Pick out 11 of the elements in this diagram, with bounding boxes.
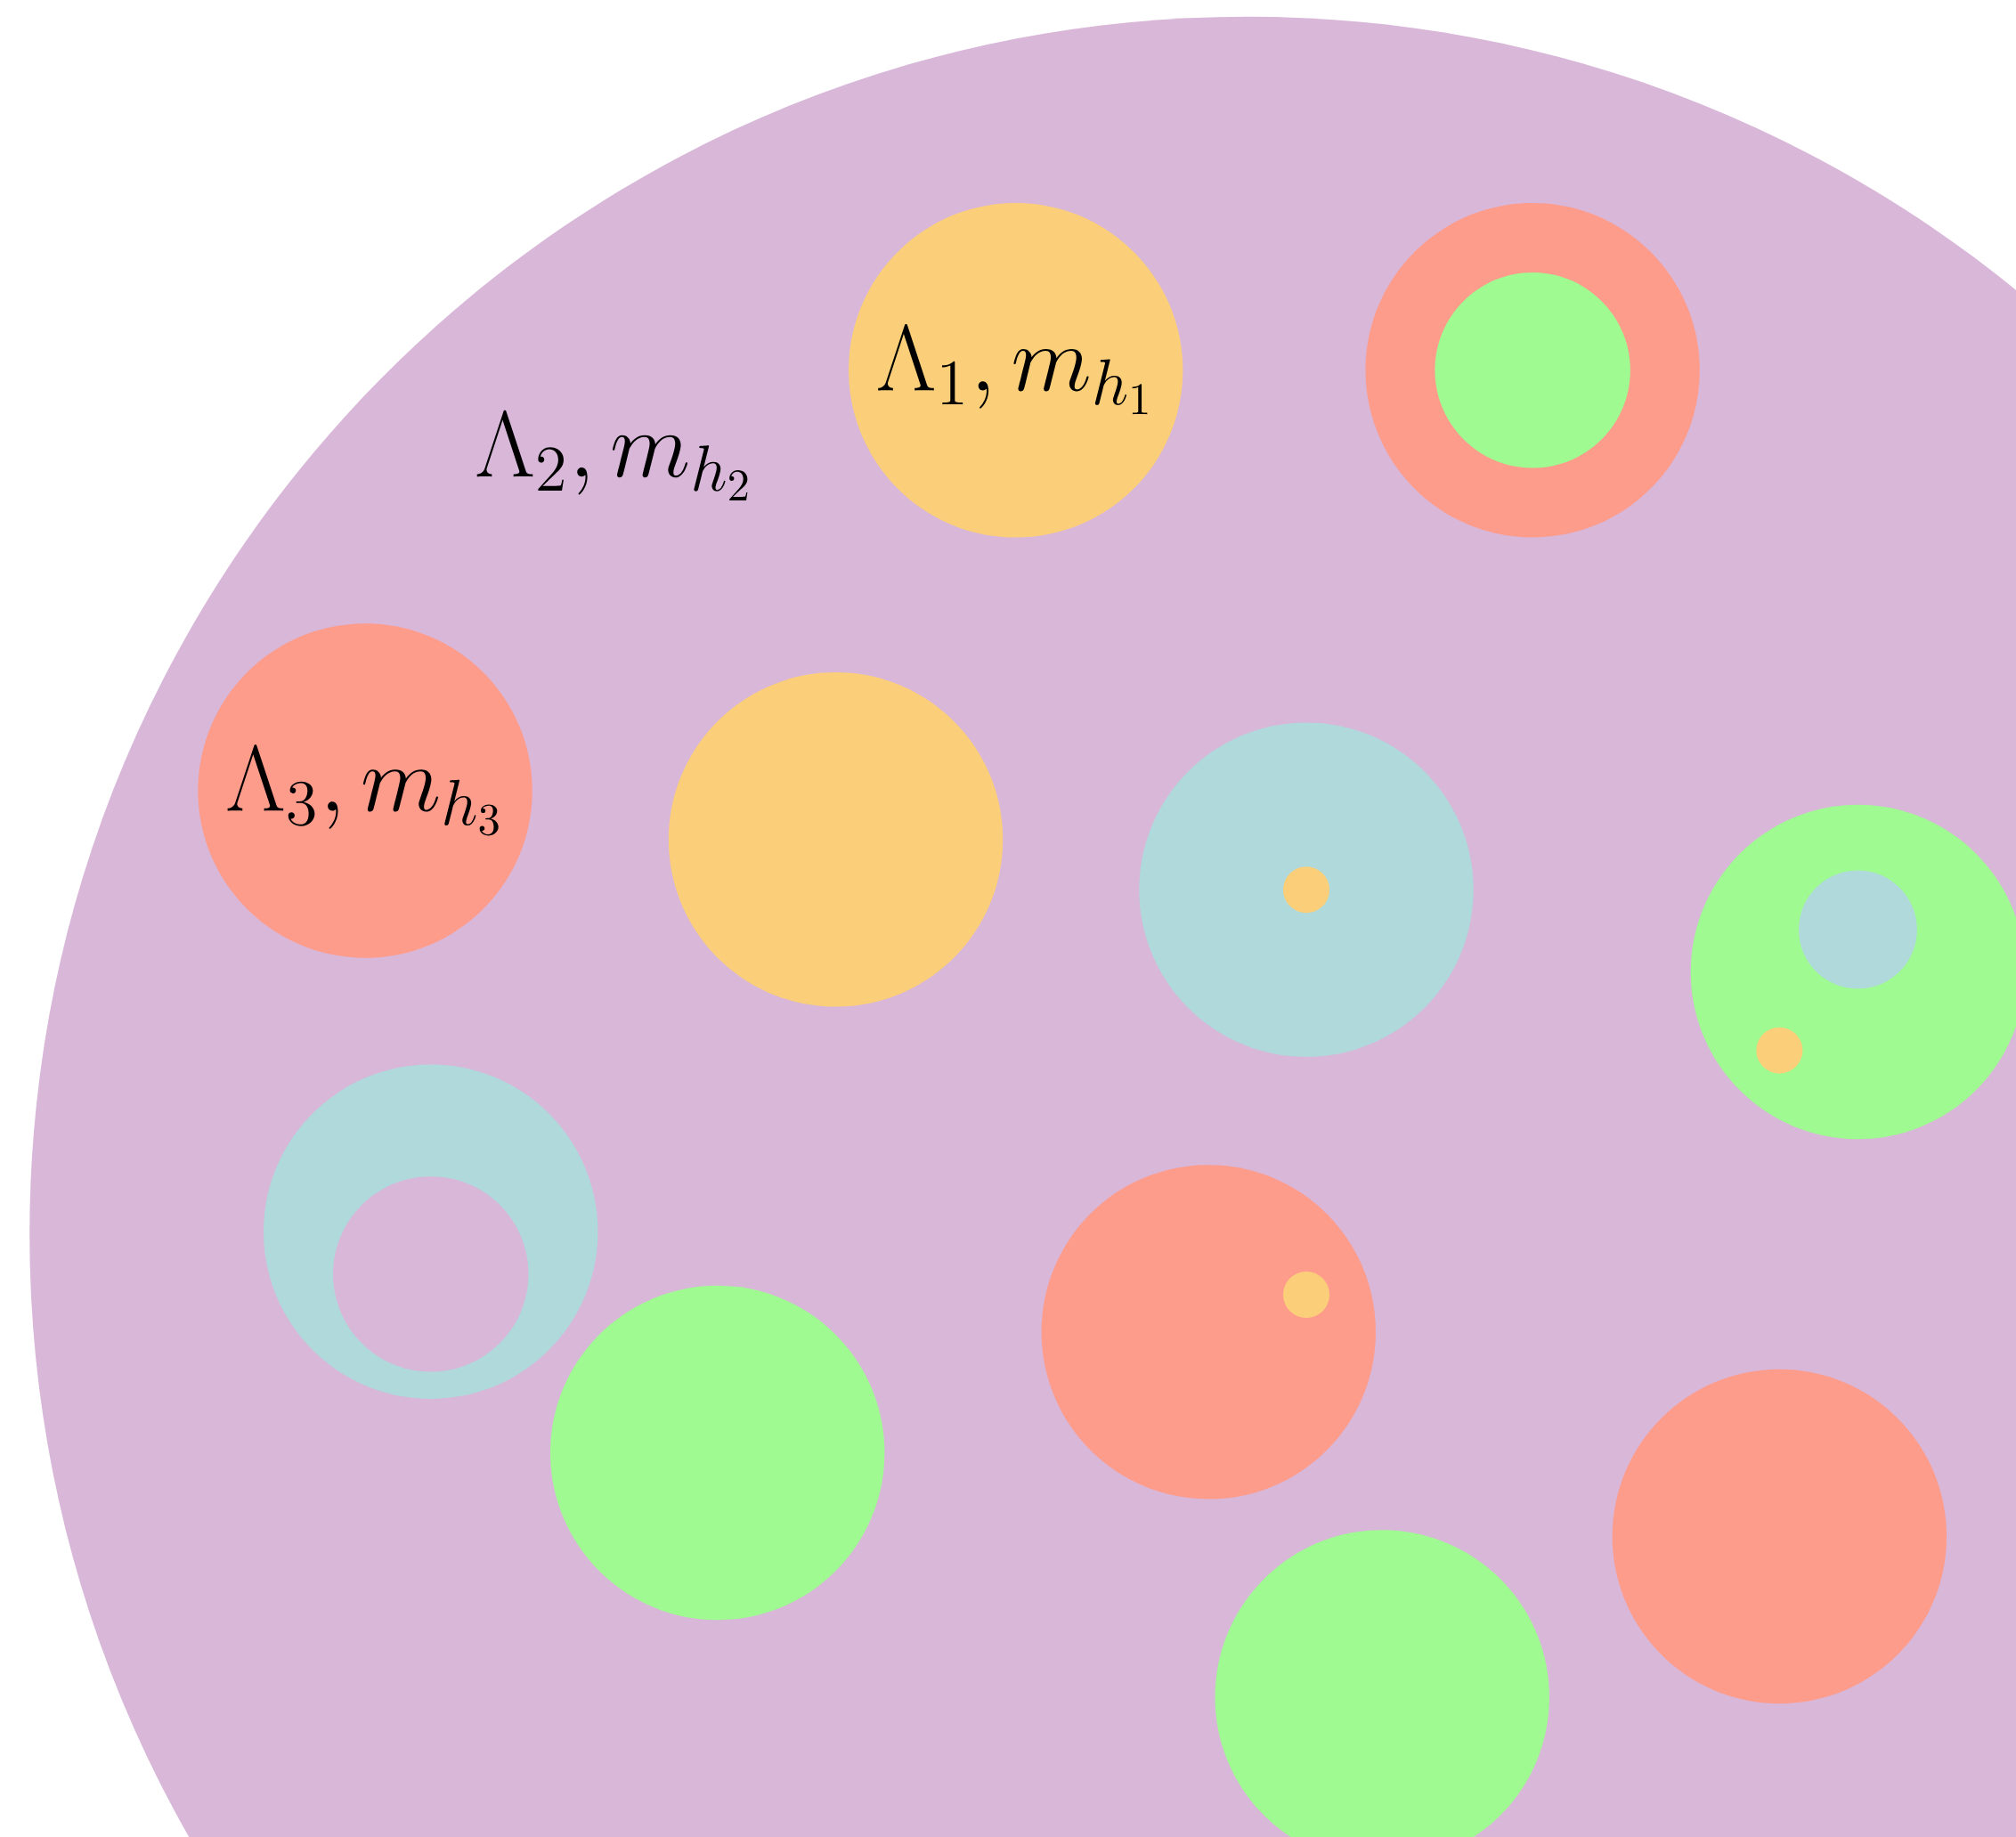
circle [1041,1165,1376,1500]
circle [332,1176,529,1372]
circle [1283,1271,1329,1318]
circle [1799,870,1917,989]
circle [1283,866,1329,913]
circle [1612,1369,1947,1703]
circle [550,1285,885,1621]
circle [1139,722,1474,1057]
circle [668,672,1004,1007]
circle [1435,272,1630,468]
circle [1756,1027,1803,1074]
